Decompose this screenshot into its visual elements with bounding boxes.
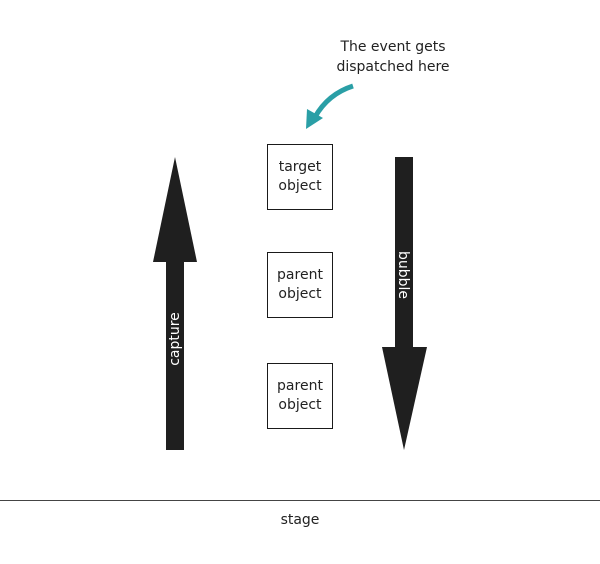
- callout-arrow-curve: [312, 83, 354, 119]
- parent-object-box-1: parent object: [267, 252, 333, 318]
- target-object-label-line-1: target: [278, 159, 322, 175]
- bubble-arrow: [382, 157, 427, 450]
- parent-object-1-label-line-1: parent: [277, 267, 323, 283]
- parent-object-label-1: parent object: [277, 266, 323, 304]
- bubble-arrow-head: [382, 347, 427, 450]
- callout-arrow-head: [306, 109, 323, 129]
- parent-object-1-label-line-2: object: [278, 286, 322, 302]
- capture-arrow-shaft: [166, 258, 184, 450]
- stage-label: stage: [280, 512, 320, 528]
- parent-object-2-label-line-1: parent: [277, 378, 323, 394]
- capture-arrow-head: [153, 157, 197, 262]
- callout-line-2: dispatched here: [336, 59, 450, 75]
- parent-object-label-2: parent object: [277, 377, 323, 415]
- parent-object-box-2: parent object: [267, 363, 333, 429]
- bubble-label: bubble: [395, 250, 411, 300]
- target-object-label: target object: [278, 158, 321, 196]
- target-object-label-line-2: object: [278, 178, 322, 194]
- callout-line-1: The event gets: [340, 39, 446, 55]
- capture-arrow: [153, 157, 197, 450]
- callout-arrow: [306, 83, 354, 129]
- callout-text: The event gets dispatched here: [318, 37, 468, 77]
- bubble-arrow-shaft: [395, 157, 413, 352]
- capture-label: capture: [167, 312, 183, 366]
- stage-divider-line: [0, 500, 600, 501]
- target-object-box: target object: [267, 144, 333, 210]
- parent-object-2-label-line-2: object: [278, 397, 322, 413]
